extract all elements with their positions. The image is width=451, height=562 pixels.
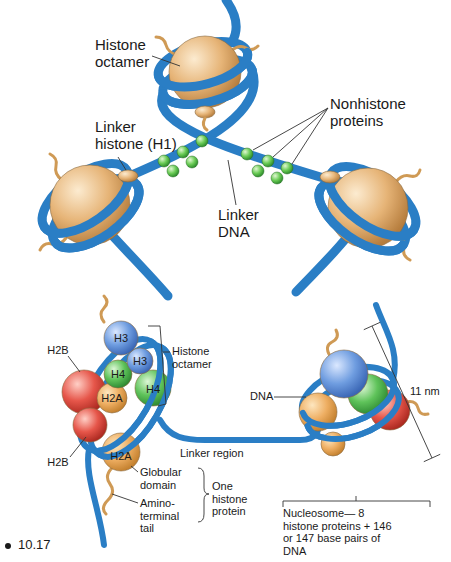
part-label: Linker histone (H1) <box>95 118 185 153</box>
dna-strand <box>296 236 348 292</box>
dna-strand <box>88 449 104 545</box>
histone-label: H2A <box>110 450 131 463</box>
dna-wrap-front <box>44 170 150 262</box>
part-label: Linker DNA <box>218 206 278 241</box>
bullet <box>5 543 11 549</box>
leader-line <box>118 56 328 205</box>
leader-line <box>68 356 306 503</box>
histone-label: H2B <box>47 456 68 469</box>
part-label: Histone octamer <box>172 345 232 370</box>
part-label: DNA <box>250 390 273 403</box>
linker-dna <box>160 418 319 440</box>
dna-strand <box>376 305 395 380</box>
histone-label: H4 <box>111 368 125 381</box>
bracket <box>198 468 209 522</box>
dna-wrap-front <box>308 173 414 265</box>
dimension-line <box>364 322 440 461</box>
histone-label: H3 <box>114 332 128 345</box>
part-label: Globular domain <box>140 466 195 491</box>
part-label: Nonhistone proteins <box>330 95 425 130</box>
bracket <box>283 496 430 507</box>
histone-label: H4 <box>146 383 160 396</box>
dimension-label: 11 nm <box>410 385 440 398</box>
dna-wrap-back <box>153 33 257 113</box>
nonhistone-protein <box>158 135 293 184</box>
dna-wrap-back <box>308 153 428 264</box>
histone-label: H2B <box>47 344 68 357</box>
histone-label: H3 <box>133 355 147 368</box>
figure-number: 10.17 <box>18 538 51 553</box>
histone-h3 <box>320 350 368 398</box>
dna-wrap-back <box>31 150 151 261</box>
dna-wrap-front <box>303 380 407 450</box>
histone-h3 <box>104 321 138 355</box>
histone-label: H2A <box>101 392 122 405</box>
dna-strand <box>226 0 236 42</box>
part-label: Histone octamer <box>95 36 170 71</box>
caption-note: Nucleosome— 8 histone proteins + 146 or … <box>283 507 395 558</box>
histone-h2b <box>73 408 107 442</box>
dna-wrap-front <box>158 52 257 113</box>
chromatin-fiber <box>31 0 428 296</box>
part-label: Linker region <box>180 447 244 460</box>
part-label: Amino-terminal tail <box>140 497 188 535</box>
dna-strand <box>110 233 168 296</box>
nucleosome-detail <box>62 296 440 545</box>
part-label: One histone protein <box>212 480 257 518</box>
